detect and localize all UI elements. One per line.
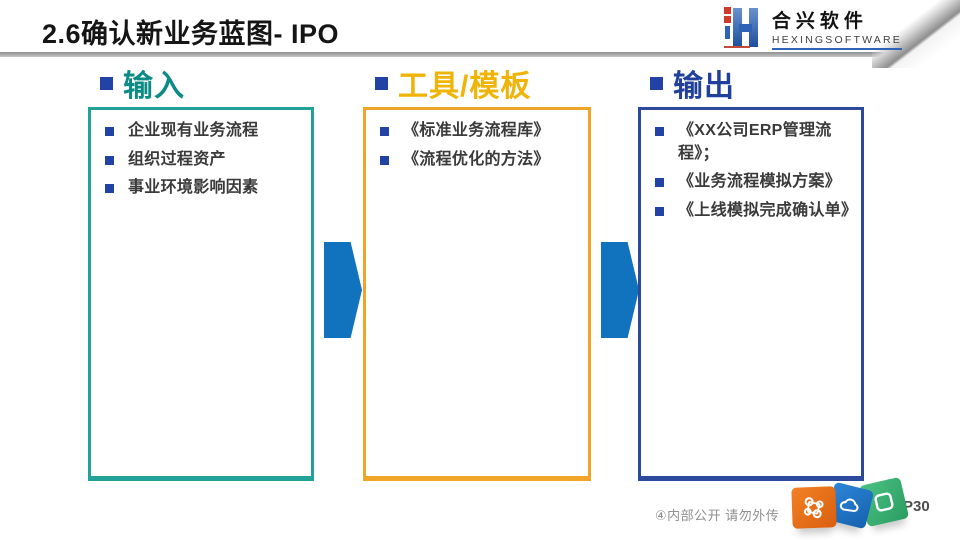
green-cube-icon: [858, 476, 910, 528]
hexing-h-logo-icon: [723, 6, 764, 50]
input-column-title: 输入: [123, 70, 185, 103]
page-curl-decoration: [872, 0, 960, 68]
footer-logo-cubes: [790, 476, 910, 534]
list-item-text: 事业环境影响因素: [128, 179, 259, 197]
logo-red-accent: [723, 16, 731, 23]
input-column: 输入 企业现有业务流程 组织过程资产 事业环境影响因素: [88, 62, 314, 481]
square-bullet-icon: [655, 178, 664, 188]
list-item-text: 《上线模拟完成确认单》: [678, 202, 858, 220]
list-item: 《上线模拟完成确认单》: [651, 200, 858, 223]
right-arrow-icon: [324, 242, 362, 338]
company-name-en: HEXINGSOFTWARE: [771, 34, 902, 46]
company-logo: 合兴软件 HEXINGSOFTWARE: [723, 6, 902, 50]
square-bullet-icon: [380, 127, 389, 136]
list-item-text: 《标准业务流程库》: [403, 122, 550, 139]
output-column-title: 输出: [673, 70, 735, 103]
logo-blue-accent: [724, 26, 730, 39]
square-bullet-icon: [105, 184, 114, 194]
logo-underline: [771, 48, 902, 50]
square-bullet-icon: [655, 207, 664, 217]
tools-box: 《标准业务流程库》 《流程优化的方法》: [363, 107, 591, 481]
square-bullet-icon: [650, 76, 663, 90]
list-item: 事业环境影响因素: [101, 177, 305, 200]
square-bullet-icon: [105, 127, 114, 136]
molecule-icon: [803, 496, 824, 518]
list-item: 《流程优化的方法》: [376, 149, 582, 172]
square-bullet-icon: [655, 127, 664, 136]
output-column: 输出 《XX公司ERP管理流程》； 《业务流程模拟方案》 《上线模拟完成确认单》: [638, 62, 864, 481]
confidentiality-note: ④内部公开 请勿外传: [655, 508, 780, 523]
logo-h-bar: [732, 8, 742, 47]
output-column-header: 输出: [638, 62, 864, 104]
logo-red-accent: [723, 46, 750, 48]
tools-column: 工具/模板 《标准业务流程库》 《流程优化的方法》: [363, 62, 591, 481]
logo-h-bar: [748, 8, 758, 47]
page-title: 2.6确认新业务蓝图- IPO: [42, 19, 340, 49]
blue-cube-icon: [825, 481, 875, 530]
square-bullet-icon: [105, 155, 114, 165]
orange-cube-icon: [791, 486, 837, 529]
list-item: 《标准业务流程库》: [376, 120, 582, 143]
list-item-text: 《XX公司ERP管理流程》；: [678, 122, 832, 162]
logo-red-accent: [723, 7, 731, 14]
list-item: 组织过程资产: [101, 149, 305, 172]
input-box: 企业现有业务流程 组织过程资产 事业环境影响因素: [88, 107, 314, 481]
list-item: 《业务流程模拟方案》: [651, 171, 855, 194]
header-divider: [0, 52, 896, 57]
list-item: 《XX公司ERP管理流程》；: [651, 120, 855, 165]
cloud-icon: [839, 498, 859, 512]
logo-h-bar: [738, 24, 752, 32]
rounded-square-icon: [874, 492, 894, 512]
square-bullet-icon: [375, 76, 388, 90]
tools-column-title: 工具/模板: [398, 70, 532, 103]
square-bullet-icon: [380, 155, 389, 165]
list-item: 企业现有业务流程: [101, 120, 305, 143]
list-item-text: 《流程优化的方法》: [403, 150, 550, 168]
input-column-header: 输入: [88, 62, 314, 104]
tools-column-header: 工具/模板: [363, 62, 591, 104]
list-item-text: 企业现有业务流程: [128, 122, 259, 139]
company-name: 合兴软件 HEXINGSOFTWARE: [771, 6, 902, 50]
page-number: P30: [903, 498, 930, 515]
output-box: 《XX公司ERP管理流程》； 《业务流程模拟方案》 《上线模拟完成确认单》: [638, 107, 864, 481]
square-bullet-icon: [100, 76, 113, 90]
right-arrow-icon: [601, 242, 639, 338]
company-name-cn: 合兴软件: [771, 11, 868, 32]
list-item-text: 组织过程资产: [128, 150, 226, 168]
list-item-text: 《业务流程模拟方案》: [678, 173, 842, 191]
